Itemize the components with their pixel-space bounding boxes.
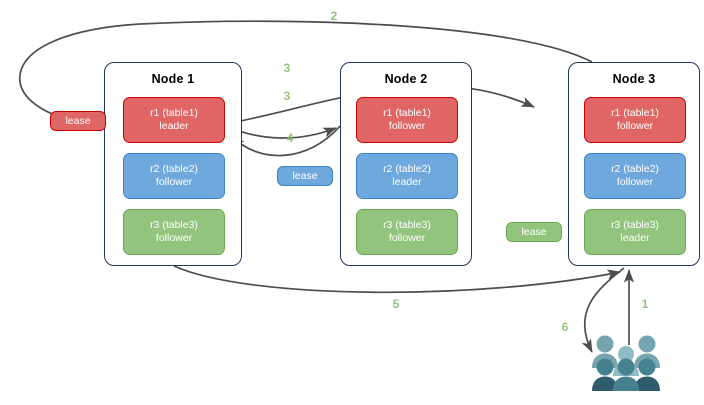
node-2-replica-r3-role: follower — [388, 232, 426, 244]
step-label-1: 1 — [636, 297, 654, 311]
step-4-text: 4 — [286, 131, 294, 145]
node-2-replica-r1[interactable]: r1 (table1) follower — [356, 97, 458, 143]
step-3a-text: 3 — [283, 61, 291, 75]
node-2-replica-r1-role: follower — [388, 120, 426, 132]
node-3-replica-r2-name: r2 (table2) — [611, 163, 659, 175]
step-label-4: 4 — [281, 131, 299, 145]
arrow-step-5 — [173, 265, 622, 294]
node-1-replica-r3-role: follower — [155, 232, 193, 244]
node-3-title: Node 3 — [612, 72, 656, 86]
step-2-text: 2 — [330, 9, 338, 23]
step-5-text: 5 — [392, 297, 400, 311]
node-3-replica-r3-role: leader — [620, 232, 650, 244]
node-2-title: Node 2 — [384, 72, 428, 86]
node-1[interactable]: Node 1 r1 (table1) leader r2 (table2) fo… — [104, 62, 242, 266]
step-1-text: 1 — [641, 297, 649, 311]
arrow-step-6 — [581, 267, 625, 353]
node-3-replica-r1[interactable]: r1 (table1) follower — [584, 97, 686, 143]
lease-table3-label: lease — [521, 226, 547, 238]
step-label-5: 5 — [387, 297, 405, 311]
node-1-replica-r1[interactable]: r1 (table1) leader — [123, 97, 225, 143]
node-1-replica-r2[interactable]: r2 (table2) follower — [123, 153, 225, 199]
step-label-2: 2 — [325, 9, 343, 23]
node-3-replica-r3[interactable]: r3 (table3) leader — [584, 209, 686, 255]
node-2-replica-r3[interactable]: r3 (table3) follower — [356, 209, 458, 255]
node-3-replica-r2[interactable]: r2 (table2) follower — [584, 153, 686, 199]
node-2-replica-r3-name: r3 (table3) — [383, 219, 431, 231]
lease-table2-label: lease — [292, 170, 318, 182]
node-2-replica-r2[interactable]: r2 (table2) leader — [356, 153, 458, 199]
node-1-replica-r1-name: r1 (table1) — [150, 107, 198, 119]
node-2[interactable]: Node 2 r1 (table1) follower r2 (table2) … — [340, 62, 472, 266]
lease-table1[interactable]: lease — [50, 111, 106, 131]
node-1-replica-r2-name: r2 (table2) — [150, 163, 198, 175]
lease-table2[interactable]: lease — [277, 166, 333, 186]
step-6-text: 6 — [561, 320, 569, 334]
node-3-replica-r2-role: follower — [616, 176, 654, 188]
node-1-replica-r1-role: leader — [159, 120, 189, 132]
node-3[interactable]: Node 3 r1 (table1) follower r2 (table2) … — [568, 62, 700, 266]
step-label-6: 6 — [556, 320, 574, 334]
lease-table3[interactable]: lease — [506, 222, 562, 242]
lease-table1-label: lease — [65, 115, 91, 127]
node-2-replica-r2-role: leader — [392, 176, 422, 188]
node-1-title: Node 1 — [151, 72, 195, 86]
node-2-replica-r1-name: r1 (table1) — [383, 107, 431, 119]
node-1-replica-r2-role: follower — [155, 176, 193, 188]
node-2-replica-r2-name: r2 (table2) — [383, 163, 431, 175]
clients-group-icon — [592, 335, 660, 391]
node-1-replica-r3[interactable]: r3 (table3) follower — [123, 209, 225, 255]
node-3-replica-r3-name: r3 (table3) — [611, 219, 659, 231]
arrow-step-2 — [19, 20, 593, 124]
node-3-replica-r1-name: r1 (table1) — [611, 107, 659, 119]
step-3b-text: 3 — [283, 89, 291, 103]
node-1-replica-r3-name: r3 (table3) — [150, 219, 198, 231]
node-3-replica-r1-role: follower — [616, 120, 654, 132]
step-label-3b: 3 — [278, 89, 296, 103]
step-label-3a: 3 — [278, 61, 296, 75]
